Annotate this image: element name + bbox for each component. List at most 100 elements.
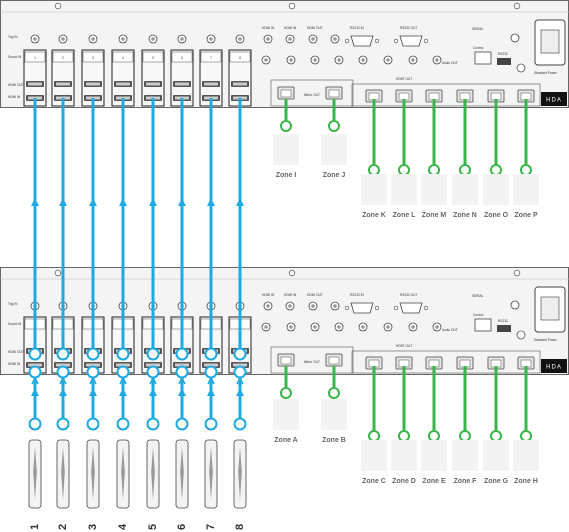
source-device-slot	[209, 447, 213, 500]
hdbt-cable-end	[398, 430, 410, 442]
input-number-box	[52, 51, 74, 63]
input-number-box	[171, 51, 193, 63]
input-number-box	[200, 51, 222, 63]
zone-display	[391, 174, 417, 205]
input-number: 1	[34, 56, 36, 60]
zone-label: Zone H	[514, 478, 538, 485]
hdmi-in-label: HDMI IN	[284, 293, 297, 297]
zone-label: Zone L	[393, 212, 417, 219]
cable-end	[146, 347, 160, 361]
source-number-label: 5	[147, 524, 159, 530]
cable-end	[28, 347, 42, 361]
zone-display	[421, 174, 447, 205]
source-number-label: 6	[176, 524, 188, 530]
input-number: 5	[152, 56, 154, 60]
mirror-out-label: Mirror OUT	[304, 93, 320, 97]
cable-arrow-icon	[89, 388, 97, 396]
zone-display	[273, 134, 299, 165]
zone-display	[513, 440, 539, 471]
input-number: 4	[122, 56, 124, 60]
power-label: Standard Power	[534, 71, 558, 75]
cable-end	[116, 347, 130, 361]
hdbt-cable-end	[368, 430, 380, 442]
serial-label: SERIAL	[472, 294, 484, 298]
rs232-out-label: RS232 OUT	[400, 26, 417, 30]
cable-end	[233, 347, 247, 361]
input-number: 8	[239, 56, 241, 60]
input-number-box	[24, 51, 46, 63]
source-device-slot	[61, 447, 65, 500]
control-label: Control	[473, 313, 484, 317]
source-number-label: 4	[117, 523, 129, 530]
cable-arrow-icon	[89, 198, 97, 206]
ground-icon	[510, 300, 520, 310]
zone-display	[321, 134, 347, 165]
hdmi-out-label: HDMI OUT	[8, 350, 24, 354]
zone-label: Zone M	[422, 212, 447, 219]
cable-end	[204, 365, 218, 379]
input-number: 2	[62, 56, 64, 60]
input-number-box	[112, 51, 134, 63]
serial-label: SERIAL	[472, 27, 484, 31]
zone-display	[321, 399, 347, 430]
cable-arrow-icon	[149, 388, 157, 396]
ground-icon	[510, 33, 520, 43]
source-cable-end	[56, 417, 70, 431]
control-port	[474, 318, 492, 332]
control-port	[474, 51, 492, 65]
zone-label: Zone B	[322, 437, 346, 444]
hdbt-cable-end	[490, 164, 502, 176]
zone-label: Zone K	[362, 212, 386, 219]
source-number-label: 3	[87, 524, 99, 530]
zone-display	[452, 174, 478, 205]
cable-arrow-icon	[207, 388, 215, 396]
power-switch	[516, 63, 526, 73]
audio-out-label: Audio OUT	[442, 61, 458, 65]
hdbt-cable-end	[428, 430, 440, 442]
source-cable-end	[233, 417, 247, 431]
mirror-out-group	[270, 346, 354, 374]
zone-display	[513, 174, 539, 205]
cable-end	[86, 347, 100, 361]
hdbt-cable-end	[368, 164, 380, 176]
zone-label: Zone A	[274, 437, 297, 444]
mirror-out-group	[270, 79, 354, 107]
rack-screw-icon	[288, 2, 296, 10]
hdbt-out-group	[351, 83, 541, 107]
hdmi-out-label: HDMI OUT	[307, 293, 323, 297]
hdmi-in-label: HDMI IN	[8, 95, 21, 99]
rs232-label: RS232	[498, 319, 508, 323]
power-label: Standard Power	[534, 338, 558, 342]
source-device-slot	[91, 447, 95, 500]
cable-arrow-icon	[149, 198, 157, 206]
zone-display	[483, 174, 509, 205]
mirror-out-label: Mirror OUT	[304, 360, 320, 364]
hdbt-cable-end	[398, 164, 410, 176]
hdbt-cable-end	[428, 164, 440, 176]
zone-display	[452, 440, 478, 471]
mirror-cable-end	[280, 120, 292, 132]
input-number-box	[142, 51, 164, 63]
input-number: 7	[210, 56, 212, 60]
zone-display	[421, 440, 447, 471]
cable-end	[56, 365, 70, 379]
mirror-cable-end	[280, 387, 292, 399]
rack-screw-icon	[513, 2, 521, 10]
input-number: 6	[181, 56, 183, 60]
rs232-terminal	[497, 325, 511, 332]
cable-end	[28, 365, 42, 379]
source-number-label: 7	[205, 524, 217, 530]
cable-arrow-icon	[119, 388, 127, 396]
hdbt-cable-end	[520, 430, 532, 442]
audio-out-label: Audio OUT	[442, 328, 458, 332]
hdbt-cable-end	[520, 164, 532, 176]
rs232-label: RS232	[498, 52, 508, 56]
zone-label: Zone F	[454, 478, 478, 485]
rack-screw-icon	[54, 2, 62, 10]
zone-display	[361, 440, 387, 471]
source-number-label: 2	[57, 524, 69, 530]
zone-label: Zone O	[484, 212, 509, 219]
cable-end	[233, 365, 247, 379]
zone-label: Zone J	[323, 172, 346, 179]
cable-end	[204, 347, 218, 361]
